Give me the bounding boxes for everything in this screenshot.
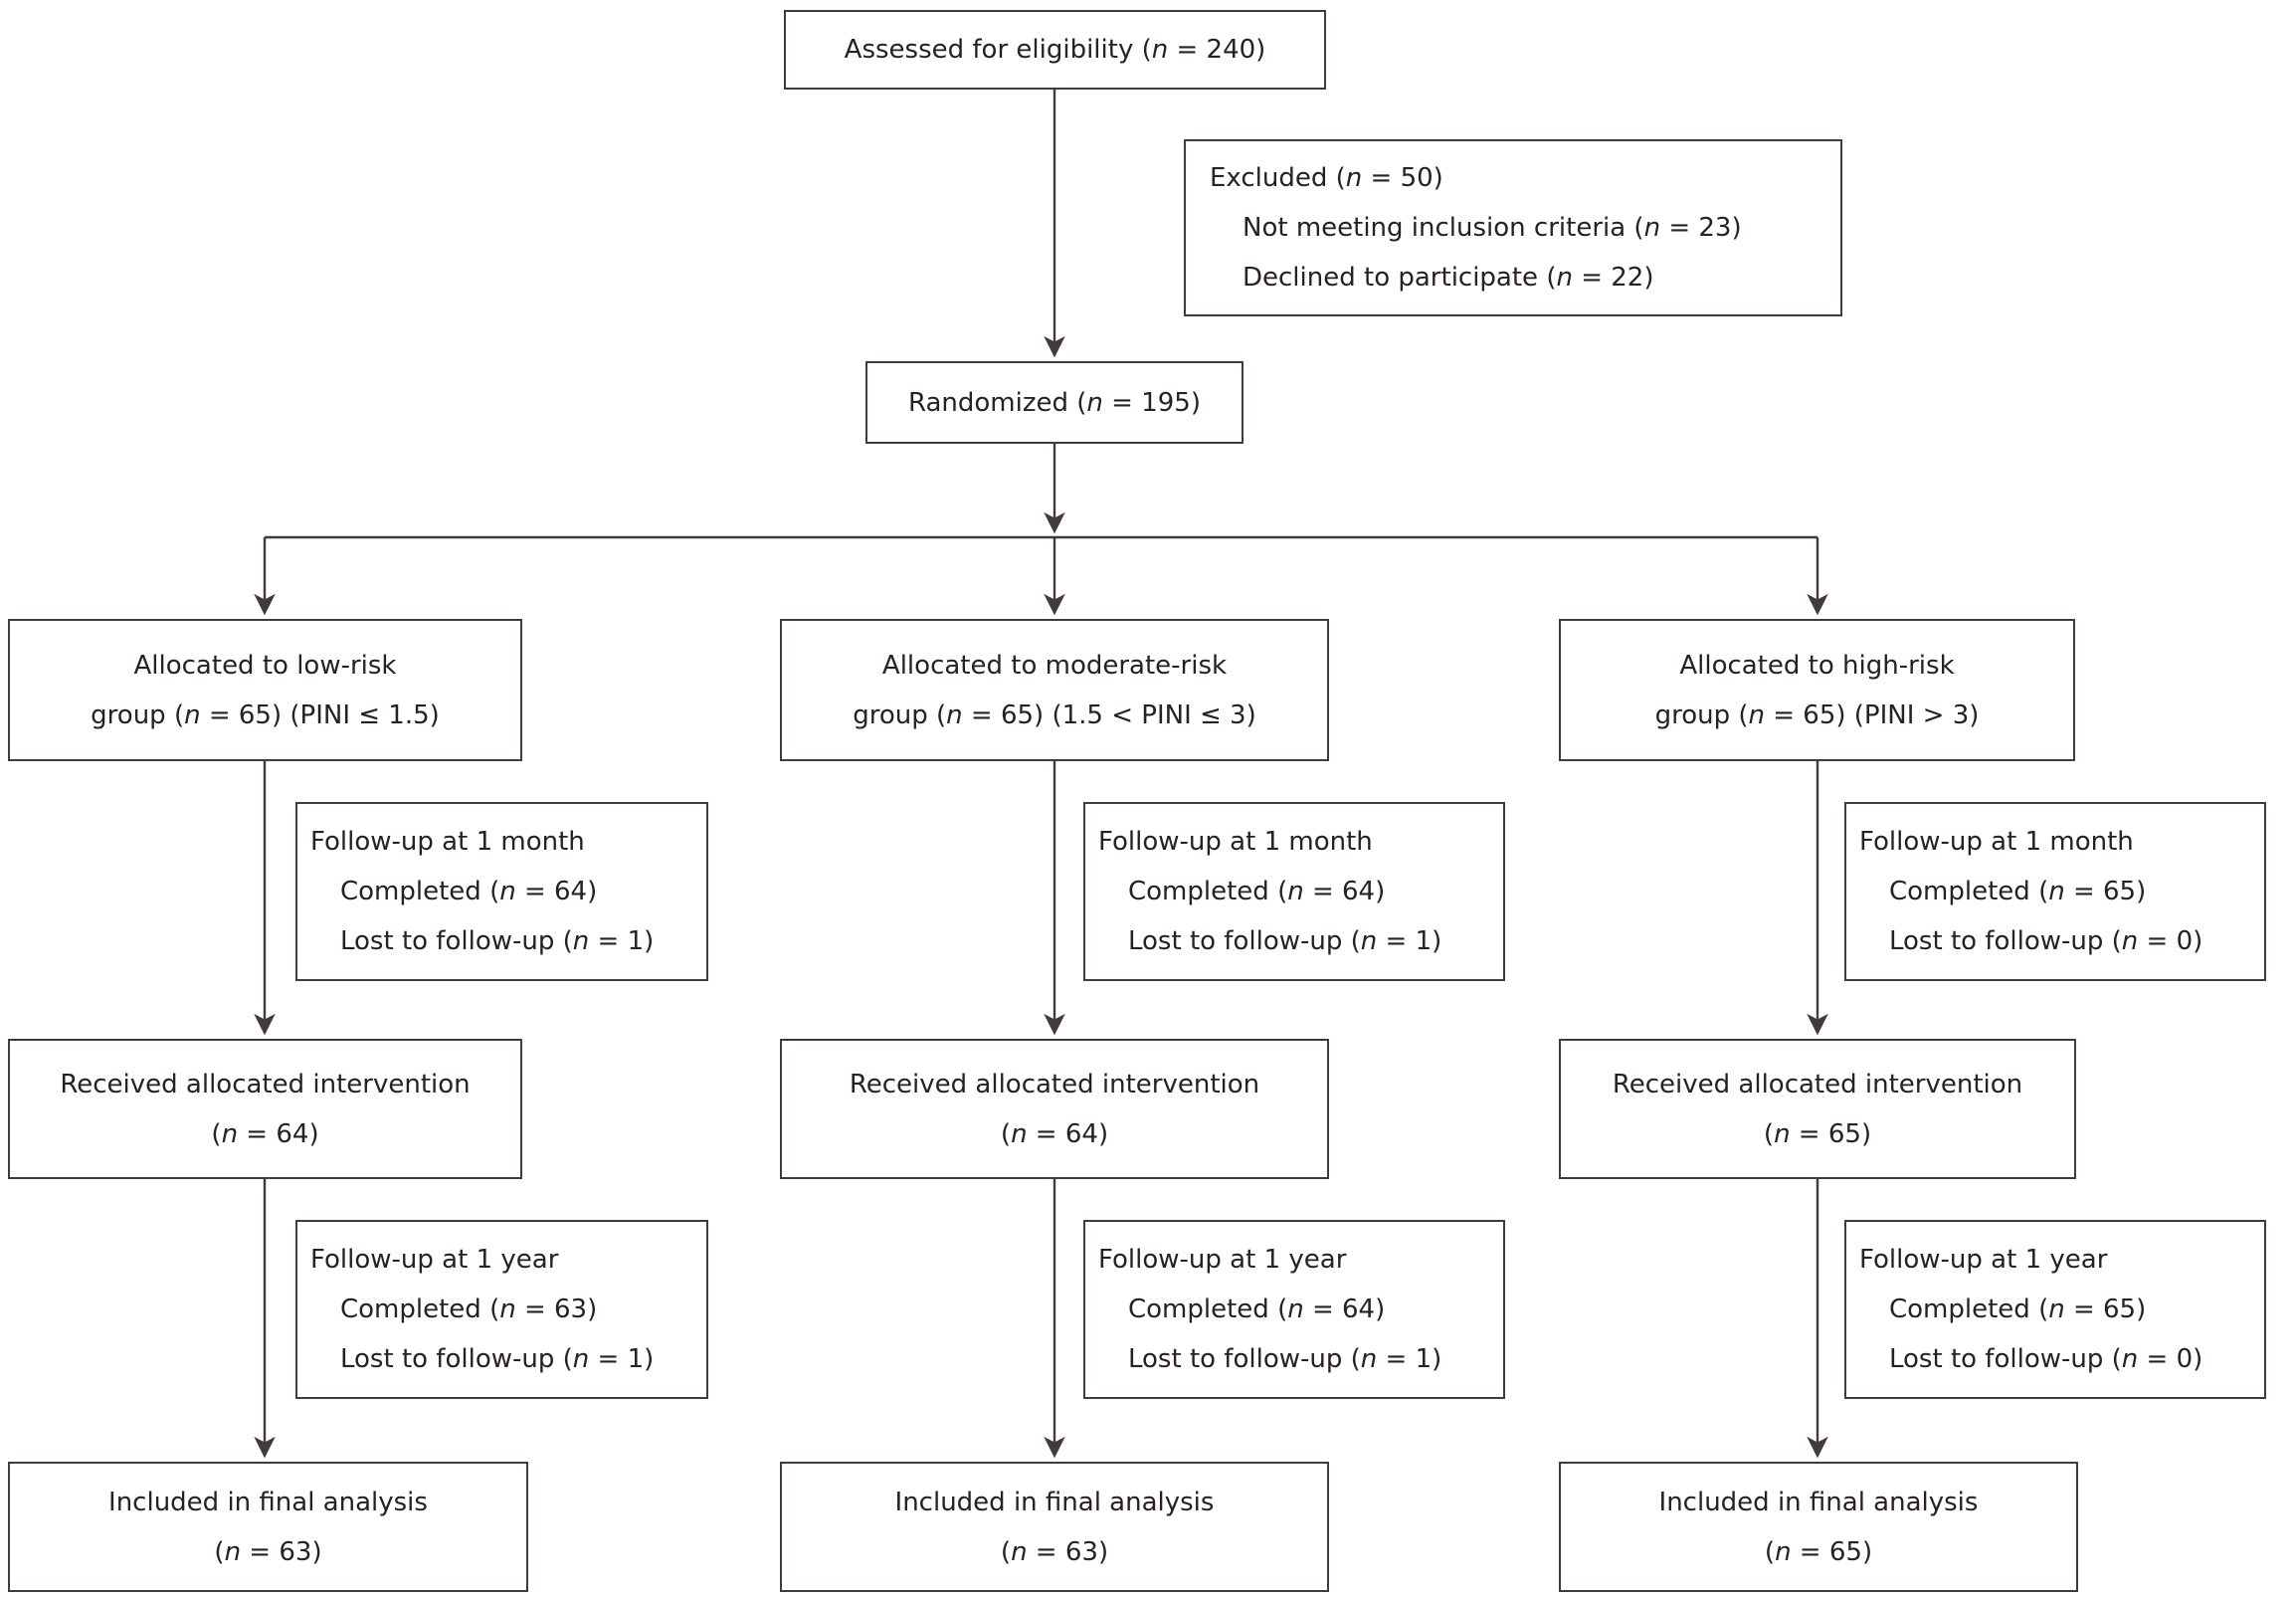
followup-completed: Completed (n = 65) — [1889, 1295, 2147, 1324]
final-text-line2: (n = 63) — [214, 1536, 322, 1567]
allocation-text-line2: group (n = 65) (1.5 < PINI ≤ 3) — [853, 699, 1256, 730]
followup-1month-box-low-risk: Follow-up at 1 month Completed (n = 64) … — [295, 802, 708, 981]
followup-title: Follow-up at 1 month — [310, 827, 585, 857]
followup-lost: Lost to follow-up (n = 1) — [1128, 1344, 1442, 1374]
followup-title: Follow-up at 1 month — [1859, 827, 2134, 857]
allocation-text-line2: group (n = 65) (PINI > 3) — [1654, 699, 1980, 730]
followup-1month-box-high-risk: Follow-up at 1 month Completed (n = 65) … — [1844, 802, 2266, 981]
randomized-text: Randomized (n = 195) — [907, 387, 1201, 418]
followup-lost: Lost to follow-up (n = 1) — [340, 1344, 655, 1374]
followup-completed: Completed (n = 64) — [1128, 877, 1386, 906]
followup-lost: Lost to follow-up (n = 1) — [1128, 926, 1442, 956]
final-analysis-box-low-risk: Included in final analysis (n = 63) — [8, 1462, 528, 1592]
followup-completed: Completed (n = 65) — [1889, 877, 2147, 906]
allocation-text-line2: group (n = 65) (PINI ≤ 1.5) — [91, 699, 440, 730]
randomized-box: Randomized (n = 195) — [865, 361, 1244, 444]
received-text-line1: Received allocated intervention — [1612, 1069, 2023, 1099]
followup-lost: Lost to follow-up (n = 0) — [1889, 1344, 2203, 1374]
final-text-line1: Included in final analysis — [108, 1487, 428, 1517]
followup-lost: Lost to follow-up (n = 1) — [340, 926, 655, 956]
received-text-line2: (n = 64) — [211, 1118, 319, 1149]
received-text-line2: (n = 64) — [1000, 1118, 1109, 1149]
received-intervention-box-moderate-risk: Received allocated intervention (n = 64) — [780, 1039, 1329, 1179]
followup-1year-box-high-risk: Follow-up at 1 year Completed (n = 65) L… — [1844, 1220, 2266, 1399]
received-text-line1: Received allocated intervention — [849, 1069, 1260, 1099]
followup-completed: Completed (n = 63) — [340, 1295, 598, 1324]
received-text-line2: (n = 65) — [1763, 1118, 1872, 1149]
followup-1year-box-low-risk: Follow-up at 1 year Completed (n = 63) L… — [295, 1220, 708, 1399]
followup-title: Follow-up at 1 year — [310, 1245, 559, 1275]
excluded-box: Excluded (n = 50) Not meeting inclusion … — [1184, 139, 1842, 316]
followup-title: Follow-up at 1 year — [1859, 1245, 2108, 1275]
followup-lost: Lost to follow-up (n = 0) — [1889, 926, 2203, 956]
allocation-box-moderate-risk: Allocated to moderate-risk group (n = 65… — [780, 619, 1329, 761]
followup-1year-box-moderate-risk: Follow-up at 1 year Completed (n = 64) L… — [1083, 1220, 1505, 1399]
allocation-text-line1: Allocated to moderate-risk — [881, 650, 1228, 681]
assessed-eligibility-box: Assessed for eligibility (n = 240) — [784, 10, 1326, 90]
allocation-text-line1: Allocated to high-risk — [1679, 650, 1955, 681]
excluded-reason-not-meeting-criteria: Not meeting inclusion criteria (n = 23) — [1243, 213, 1742, 243]
received-intervention-box-low-risk: Received allocated intervention (n = 64) — [8, 1039, 522, 1179]
received-text-line1: Received allocated intervention — [60, 1069, 471, 1099]
received-intervention-box-high-risk: Received allocated intervention (n = 65) — [1559, 1039, 2076, 1179]
allocation-text-line1: Allocated to low-risk — [133, 650, 397, 681]
final-text-line1: Included in final analysis — [1658, 1487, 1979, 1517]
followup-completed: Completed (n = 64) — [1128, 1295, 1386, 1324]
final-analysis-box-high-risk: Included in final analysis (n = 65) — [1559, 1462, 2078, 1592]
followup-title: Follow-up at 1 year — [1098, 1245, 1347, 1275]
final-analysis-box-moderate-risk: Included in final analysis (n = 63) — [780, 1462, 1329, 1592]
followup-title: Follow-up at 1 month — [1098, 827, 1373, 857]
final-text-line2: (n = 65) — [1764, 1536, 1873, 1567]
excluded-reason-declined: Declined to participate (n = 22) — [1243, 263, 1654, 293]
final-text-line2: (n = 63) — [1000, 1536, 1109, 1567]
allocation-box-low-risk: Allocated to low-risk group (n = 65) (PI… — [8, 619, 522, 761]
assessed-eligibility-text: Assessed for eligibility (n = 240) — [844, 35, 1266, 65]
final-text-line1: Included in final analysis — [894, 1487, 1215, 1517]
followup-completed: Completed (n = 64) — [340, 877, 598, 906]
allocation-box-high-risk: Allocated to high-risk group (n = 65) (P… — [1559, 619, 2075, 761]
followup-1month-box-moderate-risk: Follow-up at 1 month Completed (n = 64) … — [1083, 802, 1505, 981]
excluded-title: Excluded (n = 50) — [1210, 163, 1443, 193]
